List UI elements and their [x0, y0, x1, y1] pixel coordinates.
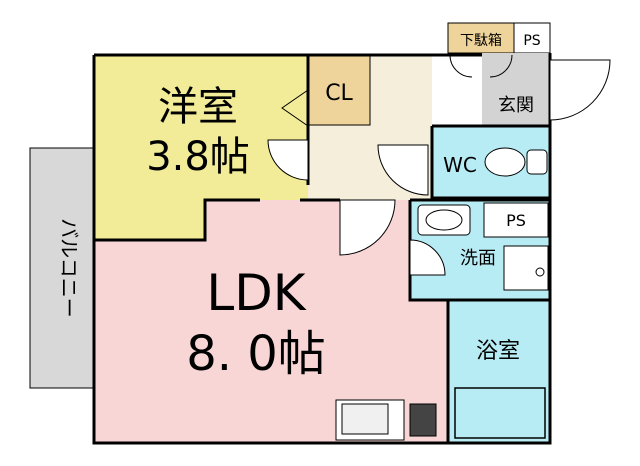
ps-top-box: [513, 22, 551, 54]
ps-mid-box: [483, 202, 549, 238]
door-hall-wc: [377, 144, 429, 196]
door-shoe-2: [489, 54, 513, 78]
door-shoe-1: [449, 54, 473, 78]
western-room: [94, 55, 308, 240]
washroom-name: 洗面: [460, 248, 496, 269]
stove-icon: [409, 403, 437, 437]
ps-mid-name: PS: [506, 211, 526, 230]
ps-top-name: PS: [523, 33, 540, 49]
door-ldk: [339, 199, 396, 256]
closet-name: CL: [325, 81, 353, 106]
ldk-room: [94, 200, 448, 443]
outer-wall: [92, 53, 552, 445]
entrance: [482, 53, 550, 126]
balcony: [29, 147, 95, 389]
kitchen-sink-icon: [335, 399, 405, 441]
entrance-name: 玄関: [498, 95, 534, 116]
western-size: 3.8帖: [146, 134, 250, 180]
ldk-name: LDK: [206, 264, 306, 322]
shoe-box-name: 下駄箱: [460, 33, 502, 49]
ldk-size: 8. 0帖: [186, 326, 326, 382]
western-name: 洋室: [158, 84, 238, 130]
bathtub-icon: [454, 387, 546, 439]
door-wash: [409, 239, 446, 276]
wc-name: WC: [443, 153, 477, 177]
door-western: [267, 139, 309, 181]
toilet-icon: [484, 147, 548, 177]
washer-icon: [503, 245, 549, 291]
inner-walls: [94, 55, 550, 443]
door-entrance: [549, 59, 611, 121]
closet-door-arrow: [281, 89, 309, 127]
balcony-name: バルコニー: [57, 218, 81, 318]
shoe-box: [447, 22, 515, 54]
sink-icon: [417, 204, 471, 236]
bathroom-name: 浴室: [476, 339, 520, 364]
